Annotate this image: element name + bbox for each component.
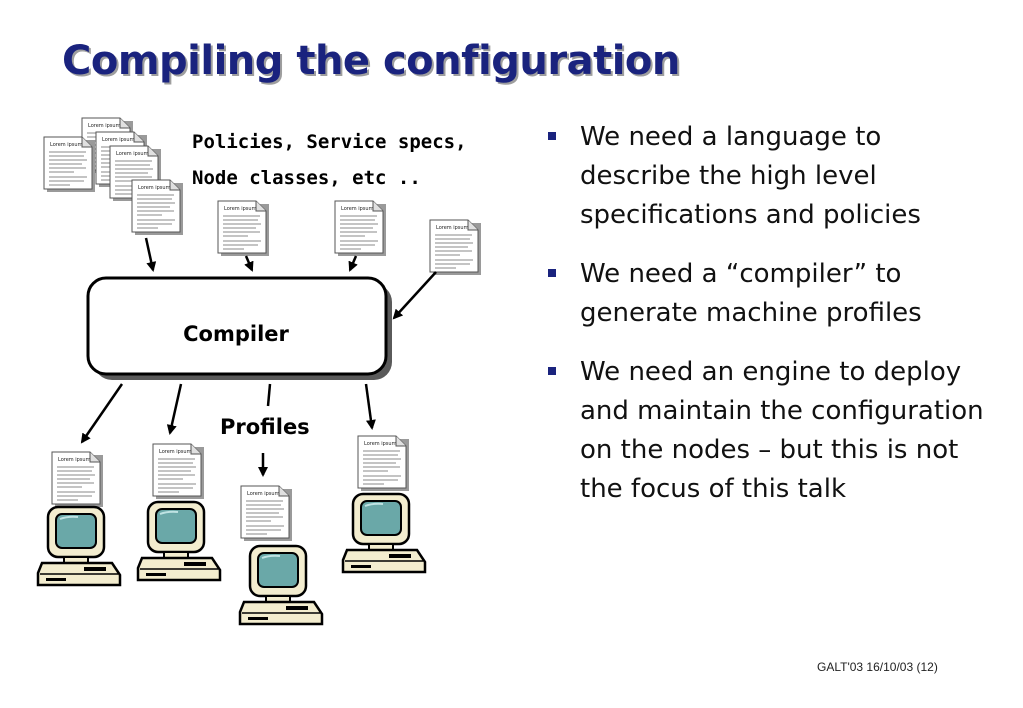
document-icon: [240, 485, 293, 542]
bullet-text: We need a “compiler” to generate machine…: [580, 259, 922, 328]
bullet-item: We need an engine to deploy and maintain…: [545, 353, 995, 509]
arrow: [80, 383, 124, 444]
arrow: [244, 255, 254, 272]
input-label-line: Node classes, etc ..: [192, 167, 421, 189]
bullet-text: We need a language to describe the high …: [580, 122, 921, 230]
square-bullet-icon: [548, 269, 556, 277]
slide-footer: GALT'03 16/10/03 (12): [817, 660, 938, 674]
square-bullet-icon: [548, 132, 556, 140]
arrow: [266, 383, 272, 407]
compiler-label: Compiler: [183, 322, 289, 346]
document-icon: [43, 136, 96, 193]
computer-icon: [341, 492, 427, 574]
profiles-label: Profiles: [220, 415, 310, 439]
bullet-item: We need a language to describe the high …: [545, 118, 995, 235]
arrow: [348, 255, 358, 272]
compiler-box: Compiler: [86, 276, 392, 380]
document-icon: [131, 179, 184, 236]
document-icon: [217, 200, 270, 257]
document-icon: [357, 435, 410, 492]
arrow: [364, 383, 376, 430]
square-bullet-icon: [548, 367, 556, 375]
input-label-line: Policies, Service specs,: [192, 131, 467, 153]
document-icon: [429, 219, 482, 276]
document-icon: [334, 200, 387, 257]
computer-icon: [36, 505, 122, 587]
document-icon: [152, 443, 205, 500]
arrow: [144, 237, 157, 272]
bullet-item: We need a “compiler” to generate machine…: [545, 255, 995, 333]
arrow: [166, 383, 183, 435]
slide-title: Compiling the configuration: [62, 38, 680, 84]
bullet-text: We need an engine to deploy and maintain…: [580, 357, 984, 504]
bullet-list: We need a language to describe the high …: [545, 118, 995, 529]
arrow: [392, 271, 437, 320]
input-label: Policies, Service specs, Node classes, e…: [192, 124, 467, 196]
computer-icon: [238, 544, 324, 626]
computer-icon: [136, 500, 222, 582]
document-icon: [51, 451, 104, 508]
